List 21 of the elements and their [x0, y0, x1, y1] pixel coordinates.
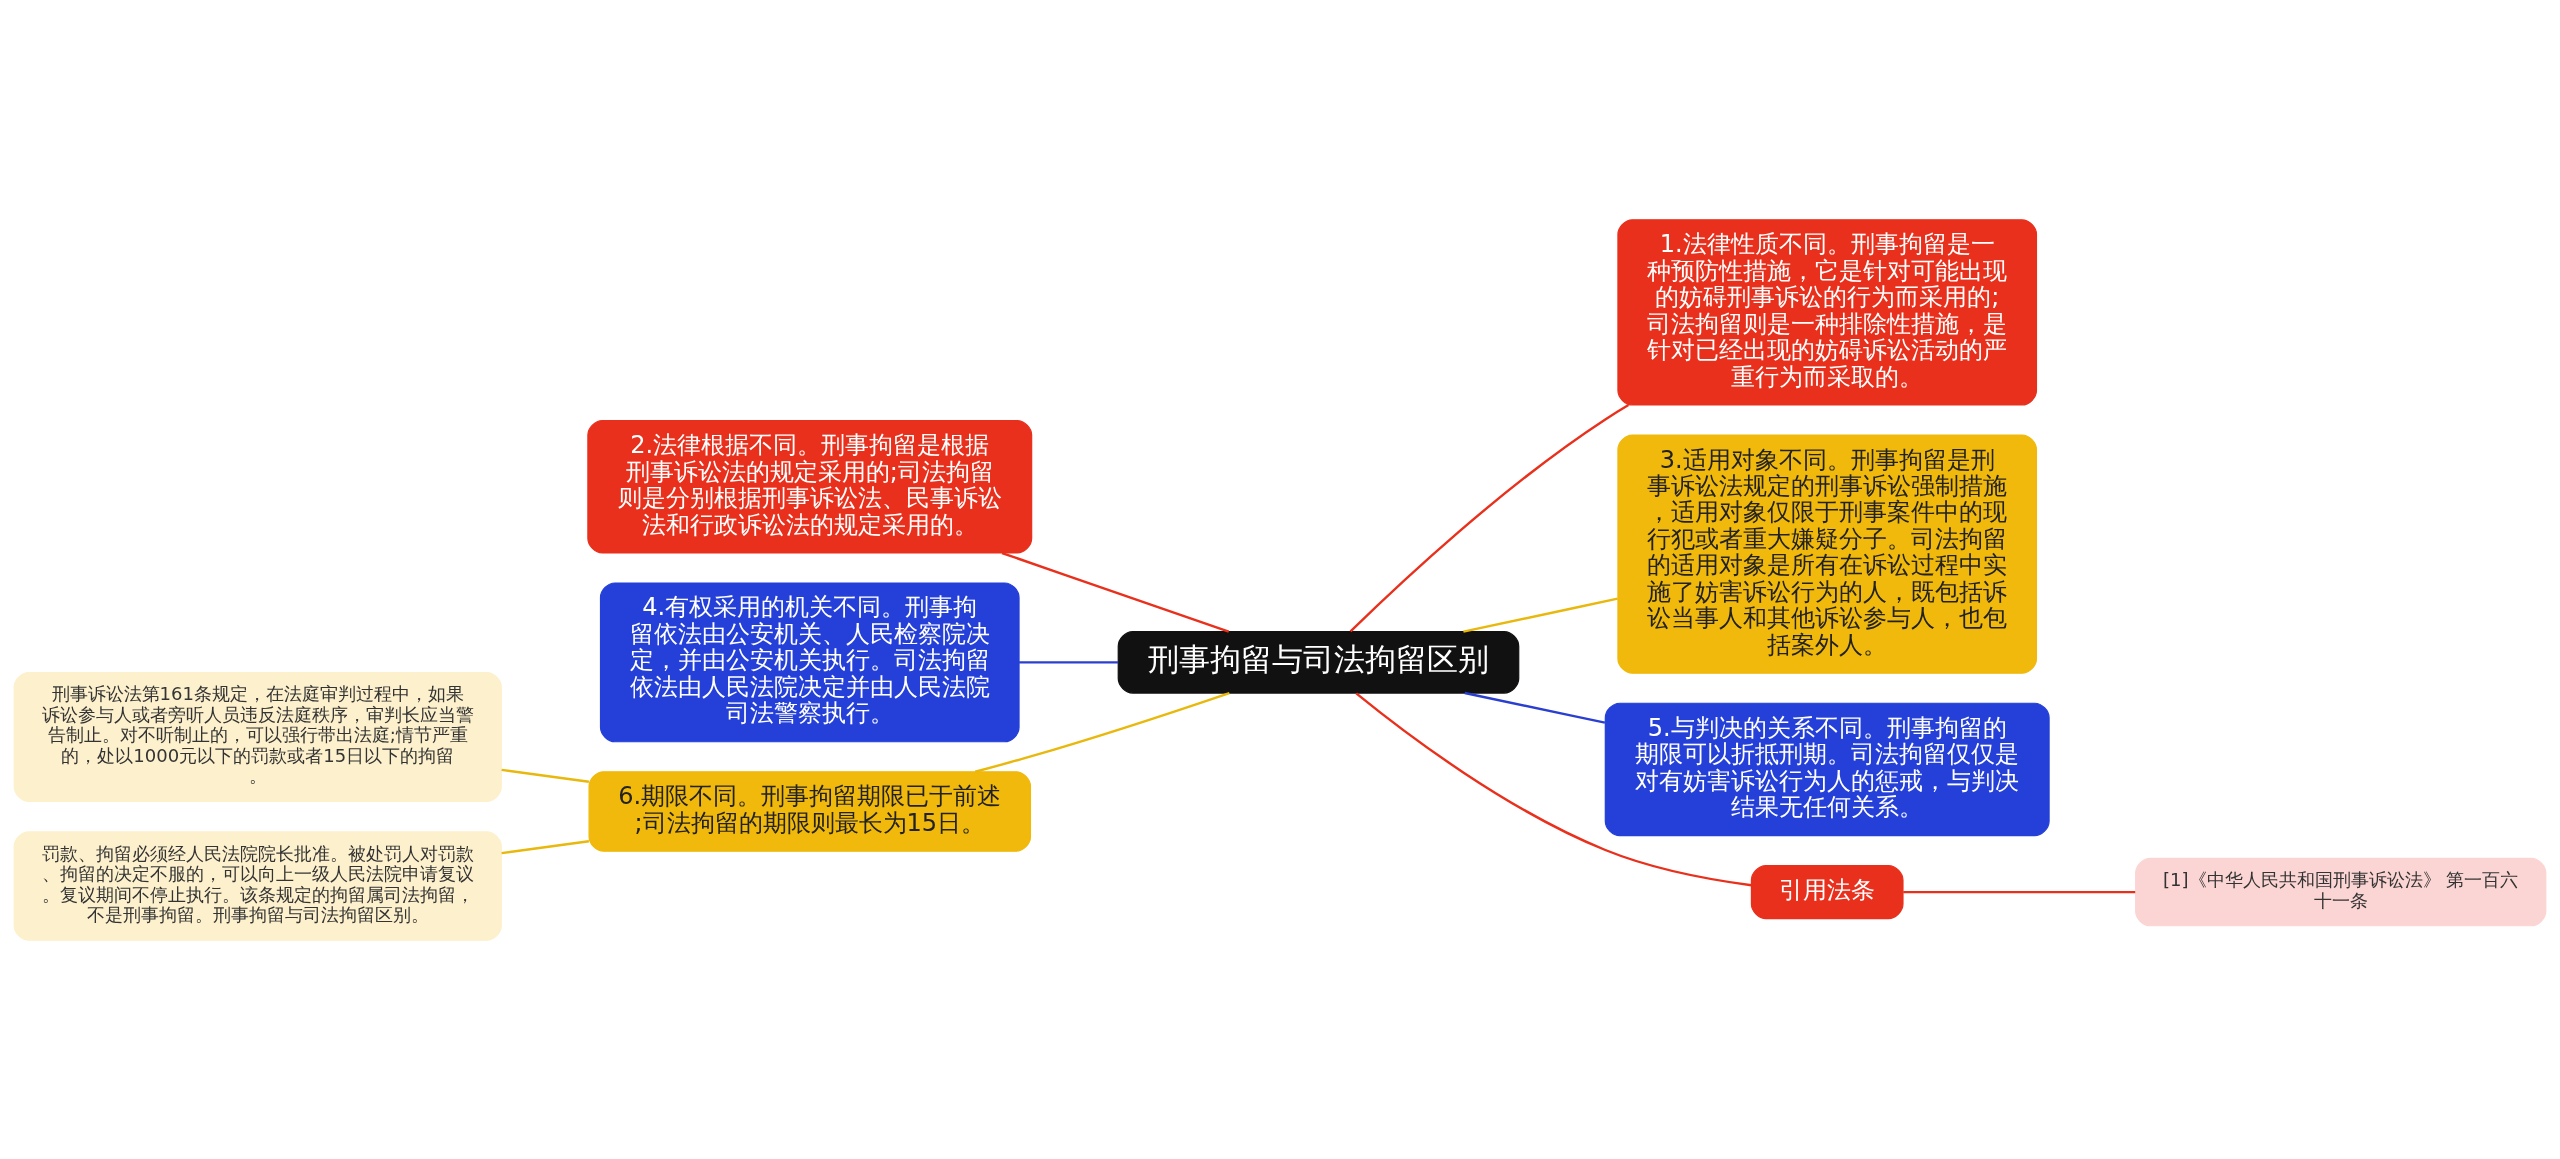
- node-box: 5.与判决的关系不同。刑事拘留的期限可以折抵刑期。司法拘留仅仅是对有妨害诉讼行为人的惩戒，与判决结果无任何关系。: [1604, 702, 2050, 836]
- node-box: 3.适用对象不同。刑事拘留是刑事诉讼法规定的刑事诉讼强制措施，适用对象仅限于刑事案件中的现行犯或者重大嫌疑分子。司法拘留的适用对象是所有在诉讼过程中实施了妨害诉讼行为的人，既包括诉讼当事人和其他诉讼参与人，也包括案外人。: [1617, 433, 2038, 674]
- connector: [1019, 660, 1119, 664]
- node-box: 6.期限不同。刑事拘留期限已于前述;司法拘留的期限则最长为15日。: [588, 770, 1032, 852]
- connector: [1001, 551, 1230, 633]
- node-box: 2.法律根据不同。刑事拘留是根据刑事诉讼法的规定采用的;司法拘留则是分别根据刑事诉讼法、民事诉讼法和行政诉讼法的规定采用的。: [587, 419, 1033, 554]
- node-box: 1.法律性质不同。刑事拘留是一种预防性措施，它是针对可能出现的妨碍刑事诉讼的行为而采用的;司法拘留则是一种排除性措施，是针对已经出现的妨碍诉讼活动的严重行为而采取的。: [1617, 218, 2038, 406]
- node-box: 引用法条: [1750, 864, 1904, 919]
- node-box: 刑事拘留与司法拘留区别: [1117, 630, 1520, 694]
- node-box: 4.有权采用的机关不同。刑事拘留依法由公安机关、人民检察院决定，并由公安机关执行。司法拘留依法由人民法院决定并由人民法院司法警察执行。: [599, 581, 1020, 742]
- node-box: 刑事诉讼法第161条规定，在法庭审判过程中，如果诉讼参与人或者旁听人员违反法庭秩序，审判长应当警告制止。对不听制止的，可以强行带出法庭;情节严重的，处以1000元以下的罚款或者15日以下的拘留。: [13, 671, 502, 802]
- connector: [1349, 403, 1630, 632]
- node-box: [1]《中华人民共和国刑事诉讼法》 第一百六十一条: [2135, 857, 2547, 926]
- connector: [1464, 691, 1606, 724]
- node-box: 罚款、拘留必须经人民法院院长批准。被处罚人对罚款、拘留的决定不服的，可以向上一级人民法院申请复议。复议期间不停止执行。该条规定的拘留属司法拘留，不是刑事拘留。刑事拘留与司法拘留区别。: [13, 830, 502, 941]
- connector: [501, 839, 590, 854]
- connector: [501, 768, 590, 783]
- connector: [974, 691, 1230, 773]
- connector: [1903, 890, 2136, 893]
- connector: [1463, 597, 1618, 633]
- connector: [1355, 691, 1752, 886]
